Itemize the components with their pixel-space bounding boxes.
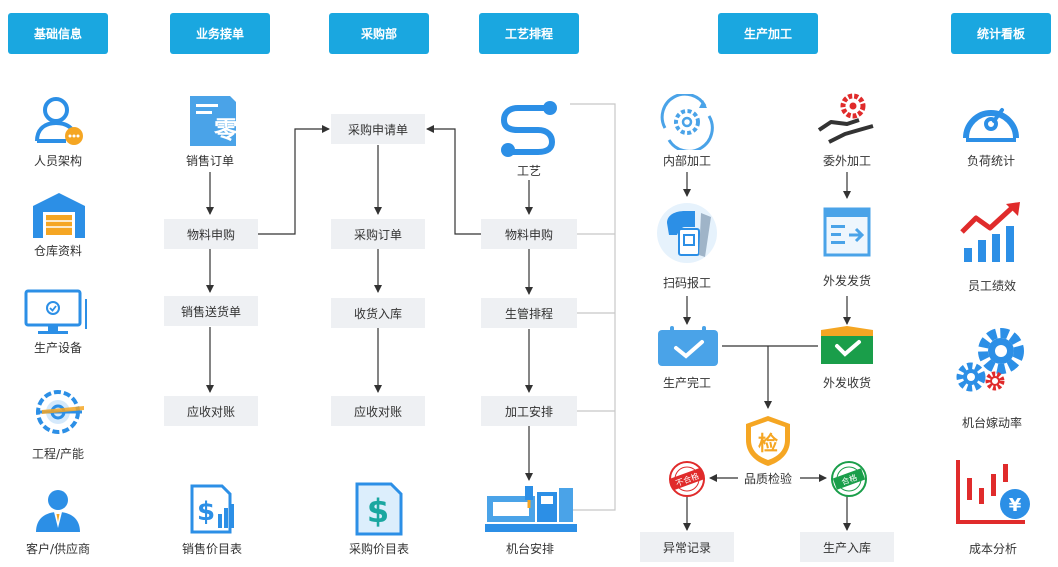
craft-label: 工艺	[516, 164, 542, 178]
goods-receipt-box[interactable]: 收货入库	[331, 298, 425, 328]
cost-analysis-icon[interactable]: ¥	[955, 458, 1033, 531]
sales-receivables-box[interactable]: 应收对账	[164, 396, 258, 426]
pass-stamp-icon: 合格	[829, 459, 869, 502]
sales-price-dollar-glyph: $	[197, 497, 215, 527]
load-stats-label: 负荷统计	[966, 154, 1016, 168]
process-capacity-label: 工程/产能	[31, 447, 85, 461]
machine-plan-icon[interactable]	[485, 484, 577, 537]
purchase-price-dollar-glyph: $	[367, 492, 389, 530]
purchase-price-list-label: 采购价目表	[348, 542, 410, 556]
machine-utilization-icon[interactable]	[955, 323, 1029, 398]
outsource-receipt-icon[interactable]	[819, 326, 875, 369]
production-completion-icon[interactable]	[656, 326, 720, 371]
cost-analysis-label: 成本分析	[968, 542, 1018, 556]
production-storage-box[interactable]: 生产入库	[800, 532, 894, 562]
process-material-request-box[interactable]: 物料申购	[481, 219, 577, 249]
org-structure-icon[interactable]	[32, 95, 84, 150]
machine-plan-label: 机台安排	[505, 542, 555, 556]
header-sales-order[interactable]: 业务接单	[170, 13, 270, 54]
customer-supplier-icon[interactable]	[34, 488, 82, 537]
equipment-icon[interactable]	[24, 289, 92, 340]
sales-order-glyph: 零	[213, 116, 239, 144]
machining-plan-box[interactable]: 加工安排	[481, 396, 577, 426]
quality-inspection-label: 品质检验	[743, 472, 793, 486]
header-process-scheduling[interactable]: 工艺排程	[479, 13, 579, 54]
warehouse-label: 仓库资料	[33, 244, 83, 258]
purchase-requisition-box[interactable]: 采购申请单	[331, 114, 425, 144]
internal-processing-label: 内部加工	[662, 154, 712, 168]
quality-inspection-icon[interactable]: 检	[744, 414, 792, 469]
header-purchasing[interactable]: 采购部	[329, 13, 429, 54]
warehouse-icon[interactable]	[30, 190, 88, 243]
outsource-dispatch-label: 外发发货	[822, 274, 872, 288]
sales-material-request-box[interactable]: 物料申购	[164, 219, 258, 249]
purchase-order-box[interactable]: 采购订单	[331, 219, 425, 249]
craft-icon[interactable]	[498, 100, 560, 161]
scan-report-label: 扫码报工	[662, 276, 712, 290]
purchase-payables-box[interactable]: 应收对账	[331, 396, 425, 426]
sales-price-list-label: 销售价目表	[181, 542, 243, 556]
purchase-price-list-icon[interactable]: $	[355, 482, 403, 539]
internal-processing-icon[interactable]	[657, 92, 717, 153]
pass-stamp-text: 合格	[840, 472, 858, 487]
production-schedule-box[interactable]: 生管排程	[481, 298, 577, 328]
production-completion-label: 生产完工	[662, 376, 712, 390]
sales-price-list-icon[interactable]: $	[190, 484, 236, 537]
header-basic-info[interactable]: 基础信息	[8, 13, 108, 54]
sales-order-label: 销售订单	[185, 154, 235, 168]
customer-supplier-label: 客户/供应商	[25, 542, 91, 556]
header-production[interactable]: 生产加工	[718, 13, 818, 54]
cost-analysis-yen-glyph: ¥	[1009, 495, 1022, 516]
outsourced-processing-icon[interactable]	[815, 90, 879, 153]
outsource-dispatch-icon[interactable]	[821, 205, 873, 260]
load-stats-icon[interactable]	[962, 94, 1020, 147]
inspection-glyph: 检	[758, 431, 778, 455]
header-dashboard[interactable]: 统计看板	[951, 13, 1051, 54]
outsource-receipt-label: 外发收货	[822, 376, 872, 390]
employee-performance-label: 员工绩效	[967, 279, 1017, 293]
sales-order-icon[interactable]: 零	[188, 94, 244, 151]
process-capacity-icon[interactable]	[32, 388, 86, 439]
scan-report-icon[interactable]	[655, 201, 719, 268]
equipment-label: 生产设备	[33, 341, 83, 355]
exception-record-box[interactable]: 异常记录	[640, 532, 734, 562]
machine-utilization-label: 机台嫁动率	[961, 416, 1023, 430]
employee-performance-icon[interactable]	[958, 202, 1024, 267]
sales-delivery-note-box[interactable]: 销售送货单	[164, 296, 258, 326]
org-structure-label: 人员架构	[33, 154, 83, 168]
outsourced-processing-label: 委外加工	[822, 154, 872, 168]
fail-stamp-icon: 不合格	[667, 459, 707, 502]
